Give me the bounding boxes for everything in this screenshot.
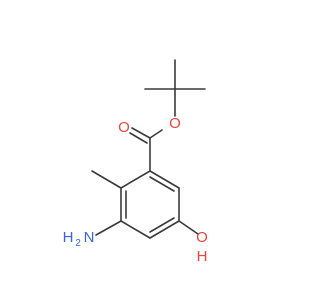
bond-ester-o-to-carbonyl <box>149 129 163 139</box>
bond-ring-c4-c5-inner <box>149 217 175 233</box>
bond-ring-to-hydroxyl <box>178 220 199 235</box>
bond-carbonyl-double-2 <box>129 132 148 144</box>
molecule-structure: O O H 2 N O H <box>63 59 208 265</box>
bond-ring-c6-c1-inner <box>149 176 175 192</box>
bond-ring-c3-c4 <box>120 220 151 239</box>
bond-layer <box>91 59 206 239</box>
hydroxyl-hydrogen-label: H <box>197 248 208 265</box>
bond-ring-c4-c5 <box>149 220 180 239</box>
structure-canvas: O O H 2 N O H <box>62 59 208 265</box>
amino-hydrogen-count: 2 <box>75 238 81 249</box>
amino-hydrogen-label: H <box>63 229 74 246</box>
amino-nitrogen-label: N <box>84 229 95 246</box>
carbonyl-oxygen-label: O <box>118 119 130 136</box>
bond-ring-to-amino <box>95 220 122 236</box>
hydroxyl-oxygen-label: O <box>196 229 208 246</box>
ester-oxygen-label: O <box>169 115 181 132</box>
atom-label-layer: O O H 2 N O H <box>63 115 208 265</box>
bond-ring-to-methyl <box>91 170 122 189</box>
bond-ring-c1-c2 <box>120 170 151 189</box>
bond-ring-c6-c1 <box>149 170 180 189</box>
bond-carbonyl-double-1 <box>131 127 151 139</box>
